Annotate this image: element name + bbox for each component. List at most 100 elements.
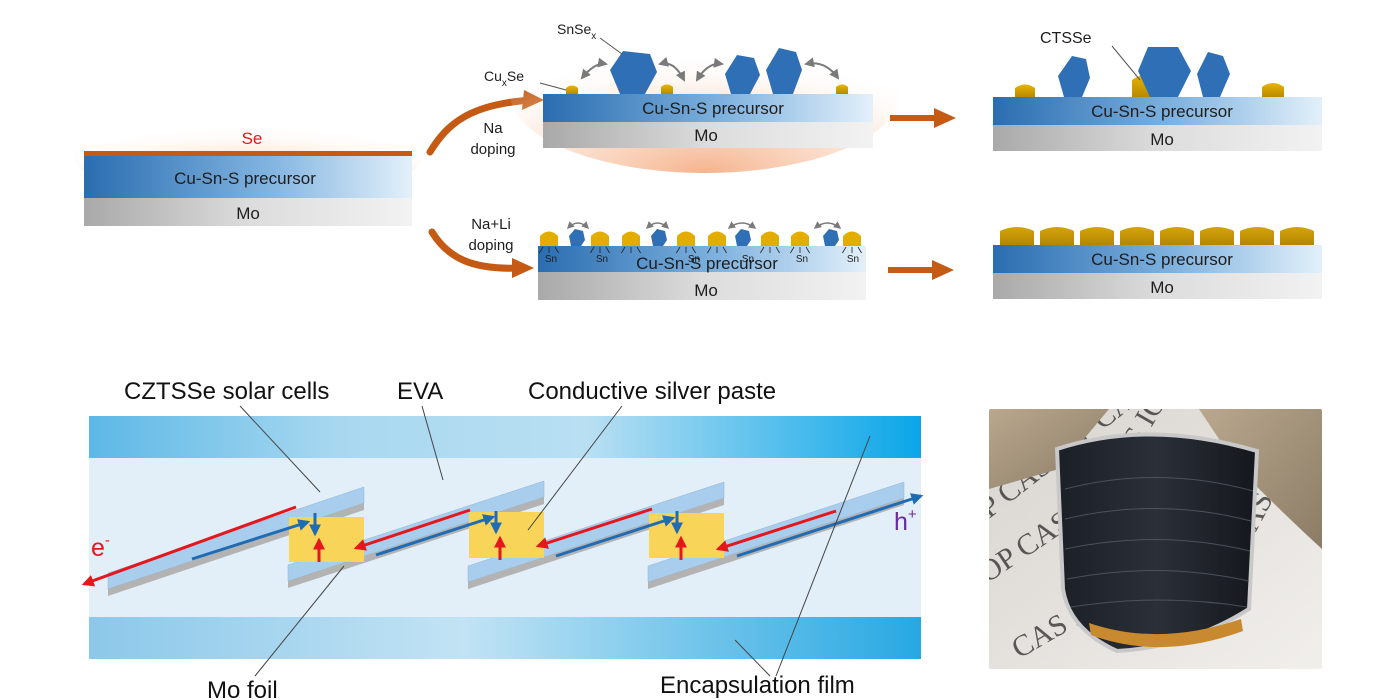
cuxse-grain <box>622 231 640 246</box>
ctsse-grain <box>1280 227 1314 245</box>
selenium-label: Se <box>242 129 263 148</box>
diffusion-mark <box>760 246 765 254</box>
exchange-arrow <box>813 221 842 229</box>
paste-label: Conductive silver paste <box>528 378 776 405</box>
diffusion-mark <box>707 246 712 254</box>
cuxse-grain <box>836 84 848 94</box>
sn-label: Sn <box>847 254 859 265</box>
flexible-module <box>1054 432 1260 654</box>
na-doping-label-line1: Na <box>483 120 503 137</box>
ctsse-grain <box>1040 227 1074 245</box>
diffusion-mark <box>790 246 795 254</box>
nali-branch-stack: Cu-Sn-S precursor Mo Sn Sn Sn Sn Sn Sn <box>538 221 866 300</box>
precursor-label: Cu-Sn-S precursor <box>174 169 316 188</box>
nali-grain-row <box>539 221 862 254</box>
cuxse-grain <box>708 231 726 246</box>
diffusion-mark <box>691 246 696 254</box>
snse-grain <box>1197 52 1230 97</box>
arrow-head-na-result <box>934 108 956 128</box>
nali-result-stack: Cu-Sn-S precursor Mo <box>993 227 1322 299</box>
electron-flow-arrow <box>353 508 471 551</box>
mo-foil-leader-line <box>254 565 345 677</box>
precursor-layer <box>84 156 412 198</box>
electron-label: e- <box>91 532 110 562</box>
cuxse-grain <box>761 231 779 246</box>
nali-result-mo-label: Mo <box>1150 278 1174 297</box>
hole-flow-arrow <box>191 519 311 561</box>
snse-grain <box>823 229 839 246</box>
silver-paste-block <box>469 512 544 558</box>
encapsulation-leader-line <box>775 435 871 677</box>
sn-label: Sn <box>596 254 608 265</box>
snse-grain <box>1138 47 1191 97</box>
exchange-arrow <box>566 221 590 230</box>
hole-flow-arrow <box>555 515 676 558</box>
mo-label: Mo <box>236 204 260 223</box>
ctsse-grain <box>1080 227 1114 245</box>
na-result-precursor-label: Cu-Sn-S precursor <box>1091 102 1233 121</box>
nali-precursor-layer <box>538 246 866 272</box>
snse-label: SnSex <box>557 21 596 42</box>
electron-flow-arrow <box>715 509 837 552</box>
na-result-mo-label: Mo <box>1150 130 1174 149</box>
na-result-mo-layer <box>993 125 1322 151</box>
cuxse-grain <box>677 231 695 246</box>
diffusion-mark <box>842 246 847 254</box>
ctsse-grain <box>1240 227 1274 245</box>
hole-flow-arrow <box>736 493 924 558</box>
eva-leader-line <box>421 405 444 481</box>
diffusion-mark <box>621 246 626 254</box>
electron-flow-arrow <box>81 505 297 587</box>
nali-doping-label-line1: Na+Li <box>471 216 511 233</box>
snse-grain <box>1058 56 1090 97</box>
sn-label: Sn <box>742 254 754 265</box>
na-branch-stack: Cu-Sn-S precursor Mo SnSex CuxSe <box>484 13 900 173</box>
cells-leader-line <box>239 405 321 493</box>
exchange-arrow <box>727 221 757 229</box>
ctsse-grain <box>1200 227 1234 245</box>
arrow-to-nali-branch <box>428 228 524 272</box>
diffusion-mark <box>857 246 862 254</box>
ctsse-grain-row <box>1000 227 1314 245</box>
diffusion-mark <box>539 246 544 254</box>
glove-left <box>989 409 1109 489</box>
na-precursor-layer <box>543 94 873 122</box>
cells-label: CZTSSe solar cells <box>124 378 329 405</box>
ctsse-grain <box>1160 227 1194 245</box>
cuxse-grain <box>566 85 578 94</box>
na-doping-label-line2: doping <box>470 141 515 158</box>
exchange-arrow <box>580 57 608 80</box>
encapsulation-film-top <box>89 416 921 458</box>
eva-label: EVA <box>397 378 443 405</box>
hole-label: h+ <box>894 506 917 536</box>
nali-result-precursor-layer <box>993 245 1322 273</box>
exchange-arrow <box>695 57 724 82</box>
diffusion-mark <box>590 246 595 254</box>
ctsse-grain <box>1120 227 1154 245</box>
exchange-arrow <box>804 57 840 80</box>
module-cell-lines <box>1064 477 1254 608</box>
sn-label: Sn <box>545 254 557 265</box>
snse-grain <box>651 229 667 246</box>
diffusion-mark <box>676 246 681 254</box>
diffusion-mark <box>636 246 641 254</box>
ctsse-grain <box>1262 83 1284 97</box>
cuxse-leader-line <box>539 82 567 91</box>
na-precursor-label: Cu-Sn-S precursor <box>642 99 784 118</box>
ctsse-leader-line <box>1111 45 1141 81</box>
nali-result-precursor-label: Cu-Sn-S precursor <box>1091 250 1233 269</box>
na-mo-layer <box>543 122 873 148</box>
silver-paste-block <box>649 513 724 558</box>
cuxse-grain <box>591 231 609 246</box>
electron-flow-arrow <box>535 507 653 549</box>
na-mo-label: Mo <box>694 126 718 145</box>
cuxse-grain <box>843 231 861 246</box>
module-busbar <box>1089 619 1243 648</box>
snse-grain <box>610 51 657 94</box>
exchange-arrow <box>645 221 670 230</box>
nali-precursor-label: Cu-Sn-S precursor <box>636 254 778 273</box>
selenium-layer <box>84 151 412 156</box>
